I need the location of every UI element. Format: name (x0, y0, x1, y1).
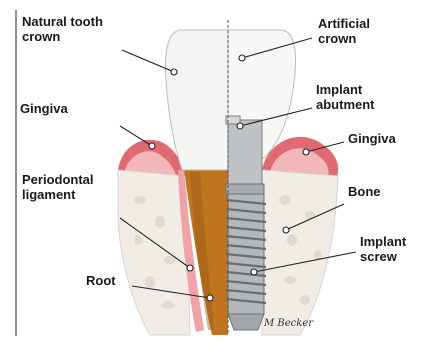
bone-right (262, 170, 338, 335)
label-implant-abutment: Implant abutment (316, 82, 375, 112)
implant-screw-shape (226, 194, 266, 330)
label-gingiva-right: Gingiva (348, 131, 396, 146)
implant-collar (226, 184, 264, 194)
label-implant-screw: Implant screw (360, 234, 406, 264)
implant-abutment-shape (228, 120, 262, 190)
label-natural-tooth-crown: Natural tooth crown (22, 14, 103, 44)
label-artificial-crown: Artificial crown (318, 16, 370, 46)
artist-signature: M Becker (264, 318, 313, 329)
label-root: Root (86, 273, 116, 288)
label-bone: Bone (348, 184, 381, 199)
label-periodontal-ligament: Periodontal ligament (22, 172, 94, 202)
bone-left (118, 170, 190, 335)
label-gingiva-left: Gingiva (20, 101, 68, 116)
natural-crown-shape (166, 30, 228, 170)
